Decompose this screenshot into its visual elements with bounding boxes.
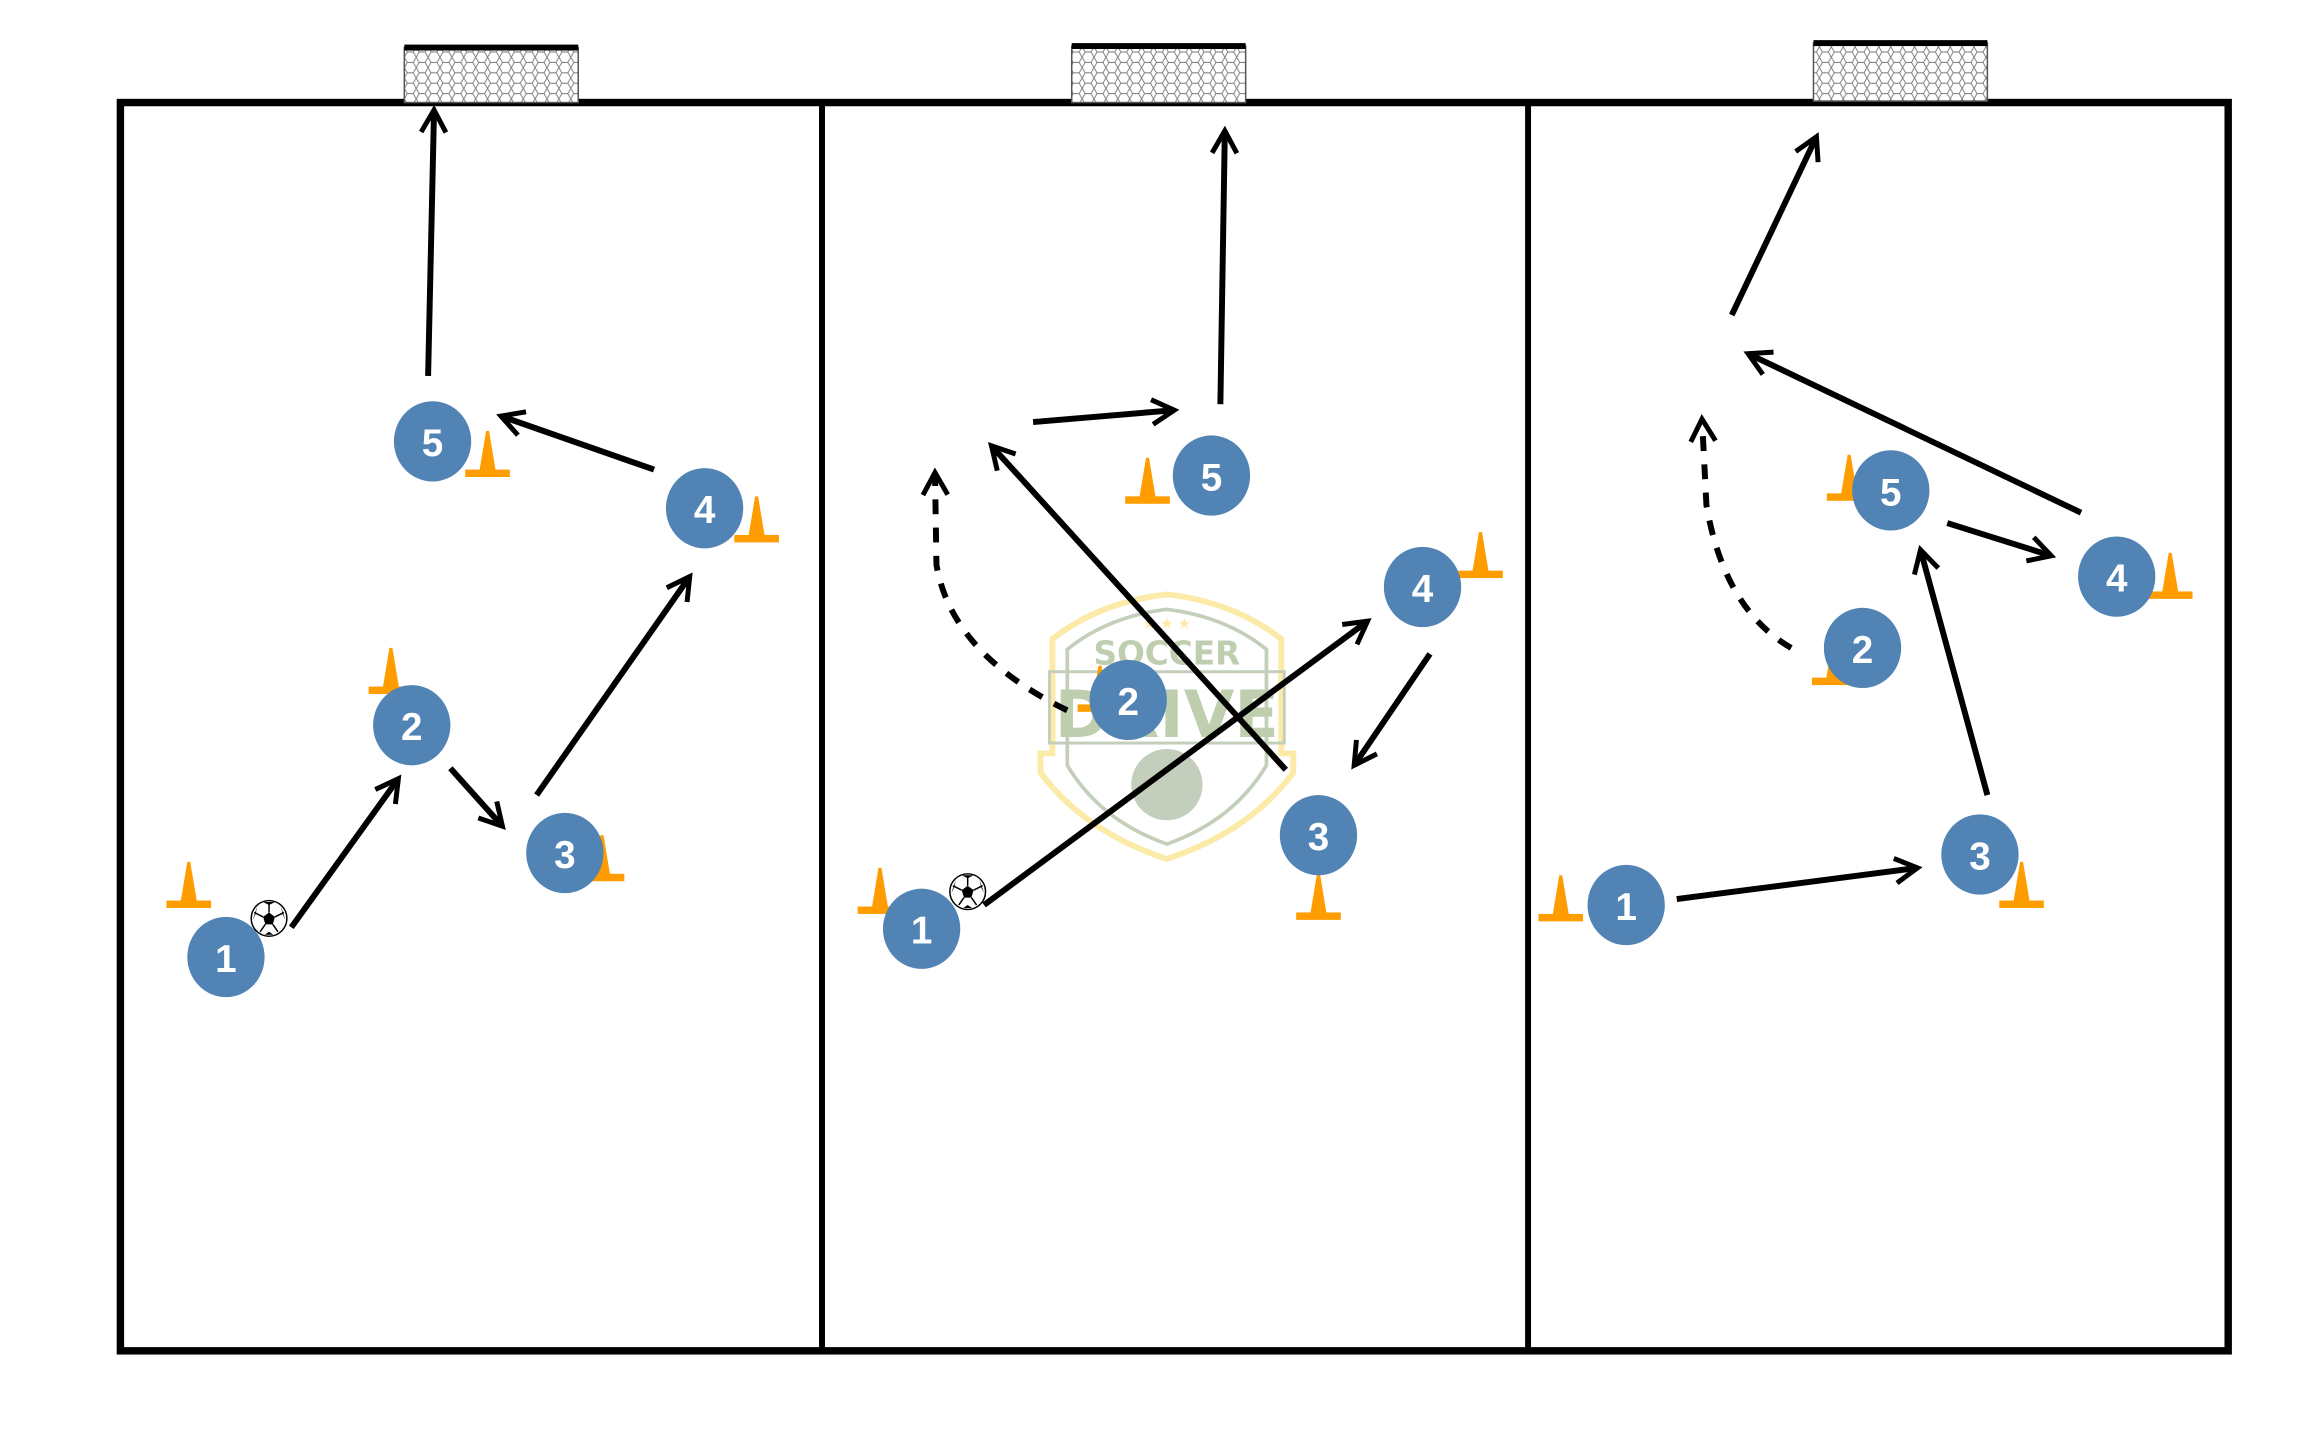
watermark-banner bbox=[1047, 670, 1286, 745]
svg-text:1: 1 bbox=[911, 910, 932, 953]
panel-2: 1 2 3 4 5 bbox=[857, 131, 1503, 969]
player-3: 3 bbox=[526, 812, 604, 894]
player-4: 4 bbox=[1383, 546, 1462, 628]
pass-arrow-3-to-4 bbox=[534, 577, 690, 797]
run-arrow-2-to-space bbox=[1702, 419, 1793, 651]
panel-3: 1 2 3 4 5 bbox=[1538, 137, 2193, 946]
svg-text:4: 4 bbox=[694, 489, 716, 532]
pass-arrow-1-to-3 bbox=[1676, 868, 1918, 903]
cone-icon bbox=[1125, 457, 1170, 504]
svg-text:1: 1 bbox=[1615, 886, 1636, 929]
pass-arrow-4-to-space bbox=[1748, 354, 2083, 516]
goal-panel-1 bbox=[403, 44, 579, 104]
watermark-shield-outline bbox=[1037, 591, 1297, 863]
player-5: 5 bbox=[393, 401, 472, 482]
svg-text:5: 5 bbox=[1201, 456, 1222, 499]
svg-text:4: 4 bbox=[1412, 568, 1434, 611]
svg-text:2: 2 bbox=[1117, 681, 1138, 724]
svg-text:2: 2 bbox=[401, 706, 422, 749]
goal-panel-2 bbox=[1070, 43, 1247, 104]
cone-icon bbox=[1296, 873, 1341, 920]
pass-arrow-4-to-5 bbox=[501, 416, 656, 473]
pass-arrow-3-to-space bbox=[991, 446, 1288, 772]
player-2: 2 bbox=[373, 685, 451, 766]
player-2: 2 bbox=[1089, 659, 1167, 741]
svg-text:4: 4 bbox=[2106, 557, 2128, 600]
shot-arrow-5-to-goal bbox=[1220, 131, 1224, 405]
player-3: 3 bbox=[1941, 814, 2019, 895]
watermark-ball-icon bbox=[1131, 748, 1203, 821]
pass-arrow-3-to-5 bbox=[1920, 550, 1991, 796]
pass-arrow-1-to-4 bbox=[982, 621, 1368, 908]
player-1: 1 bbox=[1587, 864, 1665, 946]
watermark-shield-inner bbox=[1065, 607, 1269, 847]
player-1: 1 bbox=[882, 888, 961, 969]
player-5: 5 bbox=[1172, 435, 1251, 516]
player-5: 5 bbox=[1852, 450, 1930, 531]
pass-arrow-5-to-4 bbox=[1946, 520, 2051, 556]
svg-text:5: 5 bbox=[1880, 471, 1901, 514]
shot-arrow-5-to-goal bbox=[428, 110, 434, 377]
pass-arrow-2-to-3 bbox=[448, 766, 502, 826]
svg-text:2: 2 bbox=[1852, 629, 1873, 672]
svg-text:5: 5 bbox=[422, 422, 443, 465]
goal-panel-3 bbox=[1812, 40, 1989, 102]
player-4: 4 bbox=[665, 468, 744, 549]
shot-arrow-space-to-goal bbox=[1729, 137, 1817, 317]
svg-text:3: 3 bbox=[1969, 835, 1990, 878]
soccer-drive-watermark: ★ ★ ★ SOCCER DRIVE bbox=[1037, 591, 1297, 863]
ball-icon bbox=[250, 899, 288, 937]
cone-icon bbox=[166, 861, 212, 908]
cone-icon bbox=[1458, 532, 1503, 579]
svg-text:3: 3 bbox=[1308, 816, 1329, 859]
panel-1: 1 2 3 4 5 bbox=[166, 110, 779, 998]
player-3: 3 bbox=[1279, 795, 1358, 876]
player-1: 1 bbox=[187, 916, 265, 998]
cone-icon bbox=[1538, 875, 1584, 922]
svg-text:3: 3 bbox=[554, 834, 575, 877]
cone-icon bbox=[465, 430, 510, 478]
svg-text:1: 1 bbox=[215, 938, 236, 981]
pass-arrow-space-to-5 bbox=[1032, 410, 1174, 422]
pass-arrow-4-to-3 bbox=[1354, 652, 1433, 765]
ball-icon bbox=[949, 873, 987, 911]
run-arrow-2-to-space bbox=[935, 473, 1069, 714]
player-2: 2 bbox=[1823, 607, 1902, 689]
pass-arrow-1-to-2 bbox=[288, 779, 398, 930]
player-4: 4 bbox=[2078, 536, 2156, 617]
